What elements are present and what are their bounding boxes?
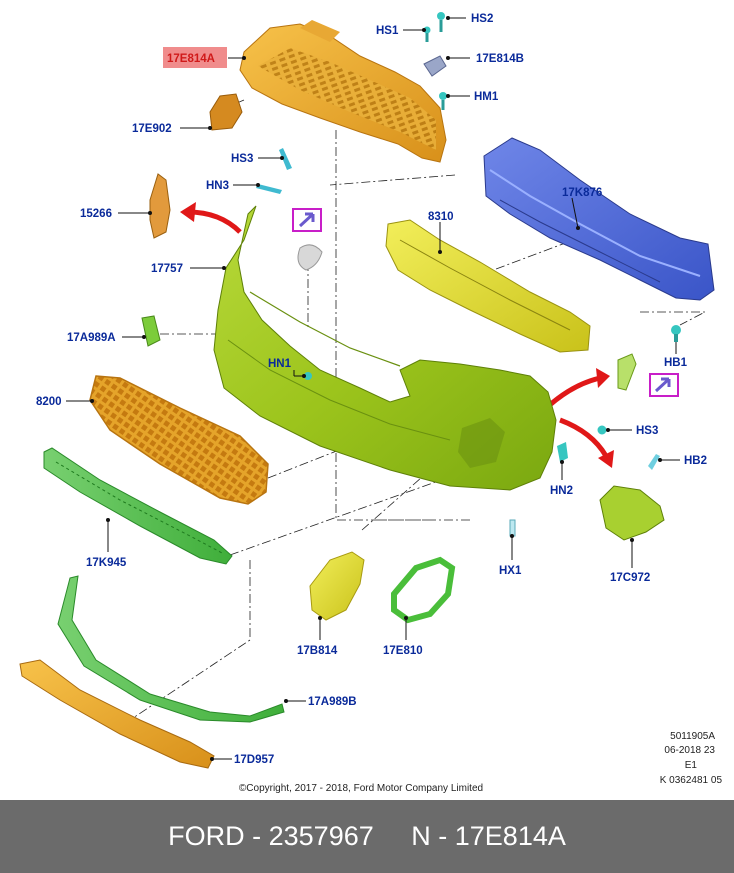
- label-17e814b[interactable]: 17E814B: [476, 53, 524, 65]
- label-17c972[interactable]: 17C972: [610, 572, 650, 584]
- fastener-hs1-hs2-shapes: [423, 12, 445, 42]
- label-17e902[interactable]: 17E902: [132, 123, 172, 135]
- label-17k945[interactable]: 17K945: [86, 557, 127, 569]
- part-17a989a-shape: [141, 315, 161, 347]
- part-17e814b-shape: [423, 55, 447, 77]
- magenta-marker-right: [649, 373, 679, 397]
- label-hn3[interactable]: HN3: [206, 180, 229, 192]
- magenta-marker-top: [292, 208, 322, 232]
- label-hx1[interactable]: HX1: [499, 565, 522, 577]
- part-17e814a-shape: [239, 20, 447, 163]
- exploded-parts-diagram: HS2 HS1 17E814A 17E814B HM1 17E902 HS3 H…: [19, 12, 723, 794]
- drawing-number: 5011905A: [670, 731, 715, 742]
- copyright-notice: ©Copyright, 2017 - 2018, Ford Motor Comp…: [239, 783, 483, 794]
- label-17a989b[interactable]: 17A989B: [308, 696, 357, 708]
- label-8310[interactable]: 8310: [428, 211, 454, 223]
- part-number-footer: FORD - 2357967 N - 17E814A: [0, 800, 734, 873]
- label-hs2[interactable]: HS2: [471, 13, 493, 25]
- part-17d957-shape: [19, 659, 215, 769]
- label-hs3-top[interactable]: HS3: [231, 153, 253, 165]
- label-17e814a[interactable]: 17E814A: [167, 53, 215, 65]
- label-hn2[interactable]: HN2: [550, 485, 573, 497]
- label-17d957[interactable]: 17D957: [234, 754, 274, 766]
- drawing-date: 06-2018 23: [664, 745, 715, 756]
- footer-ref: N - 17E814A: [411, 821, 566, 851]
- label-17b814[interactable]: 17B814: [297, 645, 338, 657]
- part-17c972-shape: [599, 485, 665, 541]
- part-17b814-shape: [309, 551, 365, 621]
- drawing-edition: E1: [685, 760, 698, 771]
- fastener-hs3-hn3-shapes: [256, 148, 292, 194]
- label-15266[interactable]: 15266: [80, 208, 112, 220]
- footer-gap: [374, 821, 412, 852]
- part-17a989b-shape: [57, 575, 285, 723]
- label-17a989a[interactable]: 17A989A: [67, 332, 116, 344]
- part-8200-shape: [89, 375, 269, 505]
- part-17k876-shape: [483, 137, 715, 301]
- label-hm1[interactable]: HM1: [474, 91, 499, 103]
- highlight-box-17e814a: [163, 47, 227, 68]
- right-side-strip-shape: [617, 353, 637, 391]
- label-hs3-right[interactable]: HS3: [636, 425, 658, 437]
- label-hs1[interactable]: HS1: [376, 25, 399, 37]
- label-17757[interactable]: 17757: [151, 263, 183, 275]
- fastener-hn1-shape: [304, 372, 312, 380]
- part-labels: HS2 HS1 17E814A 17E814B HM1 17E902 HS3 H…: [36, 13, 707, 766]
- fastener-hm1-shape: [439, 92, 447, 110]
- label-hb1[interactable]: HB1: [664, 357, 688, 369]
- part-17757-shape: [213, 205, 557, 491]
- part-17k945-shape: [43, 447, 233, 565]
- leader-lines: [66, 16, 680, 761]
- label-hn1[interactable]: HN1: [268, 358, 292, 370]
- drawing-reference-block: 5011905A 06-2018 23 E1 K 0362481 05: [660, 731, 723, 786]
- drawing-code: K 0362481 05: [660, 775, 723, 786]
- part-17e902-shape: [209, 93, 243, 131]
- part-17e810-shape: [391, 556, 456, 624]
- label-17k876[interactable]: 17K876: [562, 187, 602, 199]
- fastener-hb1-shape: [671, 325, 681, 342]
- label-hb2[interactable]: HB2: [684, 455, 707, 467]
- part-15266-shape: [149, 173, 171, 239]
- label-8200[interactable]: 8200: [36, 396, 62, 408]
- label-17e810[interactable]: 17E810: [383, 645, 423, 657]
- footer-brand-part: FORD - 2357967: [168, 821, 374, 851]
- part-8310-shape: [385, 219, 591, 353]
